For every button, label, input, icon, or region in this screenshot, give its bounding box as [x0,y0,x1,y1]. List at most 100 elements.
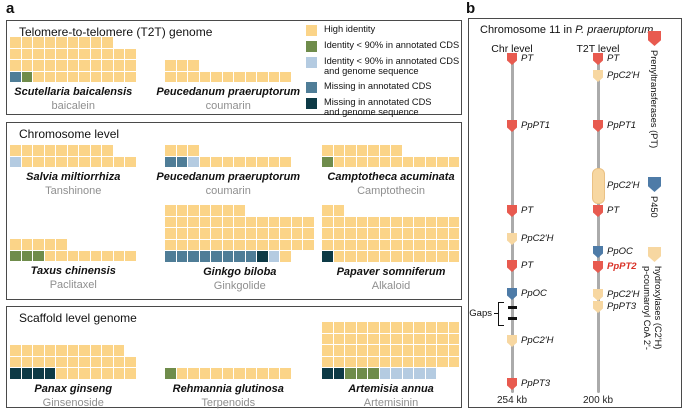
gaps-label: Gaps [469,308,492,319]
grid-cell [67,156,78,167]
gene-label: PT [521,260,534,271]
grid-cell [234,239,245,250]
grid-cell [402,216,413,227]
grid-cell [333,156,344,167]
grid-cell [448,156,459,167]
pt-icon [593,53,603,65]
gene-label: PpC2'H [607,289,640,300]
grid-cell [222,71,233,82]
grid-cell [402,251,413,262]
grid-cell [414,356,425,367]
grid-cell [176,239,187,250]
grid-cell [268,251,279,262]
legend-label-line: p-coumaroyl CoA 2'- [642,266,652,350]
grid-cell [356,239,367,250]
grid-cell [102,48,113,59]
grid-cell [368,216,379,227]
grid-cell [333,205,344,216]
grid-cell [10,71,21,82]
pt-icon [507,205,517,217]
grid-cell [379,345,390,356]
grid-cell [257,251,268,262]
gene-label: PpOC [607,246,633,257]
grid-cell [322,322,333,333]
grid-cell [379,228,390,239]
grid-cell [414,216,425,227]
grid-cell [391,345,402,356]
grid-cell [188,71,199,82]
size-label: 200 kb [582,395,614,406]
grid-cell [113,356,124,367]
grid-cell [44,368,55,379]
gene-label: PT [521,205,534,216]
grid-row [322,345,460,356]
grid-cell [333,251,344,262]
grid-cell [437,228,448,239]
grid-cell [448,251,459,262]
c2h-icon [648,247,661,262]
compound-name: Camptothecin [357,185,425,197]
grid-row [10,48,137,59]
c2h-icon [593,289,603,301]
grid-cell [291,216,302,227]
grid-cell [102,145,113,156]
legend-swatch [306,97,317,109]
grid-cell [188,156,199,167]
grid-cell [90,60,101,71]
grid-cell [425,322,436,333]
grid-cell [437,333,448,344]
grid-cell [165,145,176,156]
gene-label: PpPT2 [607,261,637,272]
grid-cell [425,228,436,239]
species-name: Rehmannia glutinosa [172,382,284,395]
grid-row [10,345,137,356]
grid-cell [391,322,402,333]
grid-cell [391,239,402,250]
grid-cell [234,216,245,227]
grid-cell [188,239,199,250]
compound-name: Ginsenoside [42,396,104,409]
legend-label: Missing in annotated CDS [324,81,432,92]
grid-row [10,60,137,71]
grid-cell [67,71,78,82]
legend-label: Identity < 90% in annotated CDS [324,40,459,51]
grid-cell [90,156,101,167]
grid-cell [56,356,67,367]
grid-cell [333,333,344,344]
grid-cell [448,322,459,333]
grid-cell [322,251,333,262]
grid-cell [21,239,32,250]
legend-label-line: and genome sequence [324,106,419,117]
grid-cell [257,71,268,82]
grid-cell [345,216,356,227]
grid-cell [402,239,413,250]
species-name: Salvia miltiorrhiza [26,171,121,183]
grid-cell [222,216,233,227]
grid-row [165,216,315,227]
grid-cell [345,228,356,239]
grid-cell [437,251,448,262]
grid-cell [368,145,379,156]
grid-cell [21,48,32,59]
grid-row [165,228,315,239]
grid-cell [368,322,379,333]
grid-cell [291,239,302,250]
grid-cell [234,205,245,216]
grid-cell [125,368,136,379]
grid-cell [402,156,413,167]
grid-cell [113,156,124,167]
grid-cell [188,145,199,156]
grid-row [322,251,460,262]
compound-name: coumarin [205,100,251,112]
grid-cell [33,250,44,261]
grid-cell [356,356,367,367]
grid-cell [333,322,344,333]
grid-cell [102,250,113,261]
grid-cell [425,368,436,379]
grid-cell [222,251,233,262]
grid-cell [425,216,436,227]
grid-cell [10,145,21,156]
